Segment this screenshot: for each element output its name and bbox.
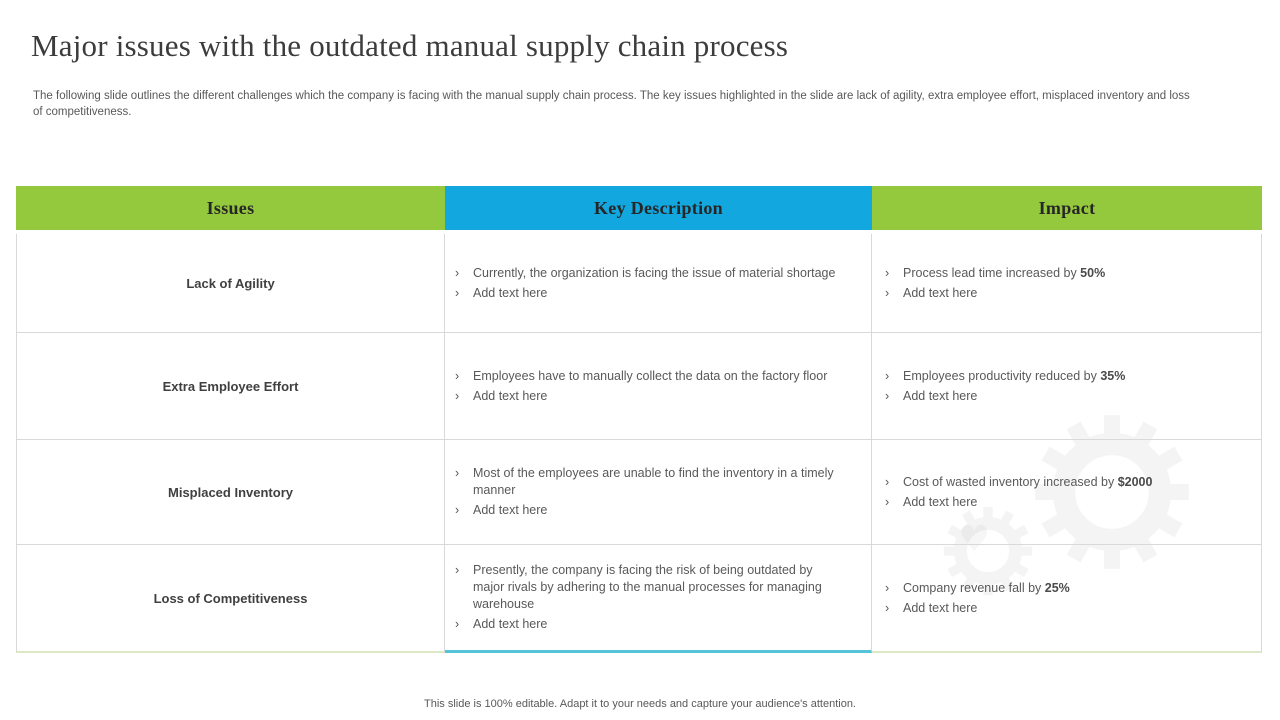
impact-text: Add text here	[903, 388, 978, 403]
table-row: Lack of Agility › Currently, the organiz…	[16, 234, 1262, 333]
chevron-bullet-icon: ›	[885, 388, 890, 403]
bullet-item: › Add text here	[455, 285, 847, 302]
chevron-bullet-icon: ›	[455, 285, 460, 300]
chevron-bullet-icon: ›	[885, 580, 890, 595]
issue-cell: Extra Employee Effort	[16, 333, 445, 439]
issue-cell: Lack of Agility	[16, 234, 445, 332]
bullet-item: › Most of the employees are unable to fi…	[455, 465, 847, 499]
footer-note: This slide is 100% editable. Adapt it to…	[424, 698, 856, 710]
issues-table: Issues Key Description Impact Lack of Ag…	[16, 186, 1262, 653]
chevron-bullet-icon: ›	[455, 617, 460, 631]
table-body: Lack of Agility › Currently, the organiz…	[16, 234, 1262, 653]
description-text: Employees have to manually collect the d…	[473, 368, 828, 383]
impact-text: Add text here	[903, 285, 978, 300]
chevron-bullet-icon: ›	[455, 503, 460, 517]
bullet-item: › Employees have to manually collect the…	[455, 368, 847, 385]
impact-value: 35%	[1100, 368, 1126, 383]
impact-text: Cost of wasted inventory increased by $2…	[903, 474, 1152, 491]
description-text: Add text here	[473, 617, 548, 631]
impact-cell: › Cost of wasted inventory increased by …	[872, 440, 1262, 544]
issue-label: Misplaced Inventory	[168, 484, 293, 500]
impact-text: Employees productivity reduced by 35%	[903, 368, 1125, 385]
impact-text-pre: Company revenue fall by	[903, 580, 1045, 595]
description-cell: › Presently, the company is facing the r…	[445, 545, 872, 653]
bullet-item: › Add text here	[885, 388, 1247, 405]
chevron-bullet-icon: ›	[885, 474, 890, 489]
description-text: Add text here	[473, 388, 548, 403]
slide-subtitle: The following slide outlines the differe…	[33, 90, 1190, 119]
impact-cell: › Company revenue fall by 25% › Add text…	[872, 545, 1262, 653]
description-text: Currently, the organization is facing th…	[473, 265, 836, 280]
bullet-item: › Add text here	[885, 600, 1247, 617]
header-key-description: Key Description	[445, 186, 872, 230]
bullet-item: › Process lead time increased by 50%	[885, 265, 1247, 282]
bullet-item: › Add text here	[885, 494, 1247, 511]
issue-cell: Misplaced Inventory	[16, 440, 445, 544]
bullet-item: › Employees productivity reduced by 35%	[885, 368, 1247, 385]
chevron-bullet-icon: ›	[885, 265, 890, 280]
table-row: Loss of Competitiveness › Presently, the…	[16, 545, 1262, 653]
heart-watermark-icon: ♥	[958, 519, 991, 560]
description-cell: › Most of the employees are unable to fi…	[445, 440, 872, 544]
table-header-row: Issues Key Description Impact	[16, 186, 1262, 230]
impact-text: Company revenue fall by 25%	[903, 580, 1070, 597]
issue-label: Extra Employee Effort	[162, 378, 299, 394]
impact-text-pre: Cost of wasted inventory increased by	[903, 474, 1118, 489]
header-issues: Issues	[16, 186, 445, 230]
issue-label: Loss of Competitiveness	[153, 590, 308, 606]
chevron-bullet-icon: ›	[455, 368, 460, 383]
chevron-bullet-icon: ›	[885, 494, 890, 509]
impact-cell: › Employees productivity reduced by 35% …	[872, 333, 1262, 439]
impact-cell: › Process lead time increased by 50% › A…	[872, 234, 1262, 332]
chevron-bullet-icon: ›	[885, 368, 890, 383]
impact-text-pre: Process lead time increased by	[903, 265, 1081, 280]
bullet-item: › Presently, the company is facing the r…	[455, 562, 847, 613]
bullet-item: › Cost of wasted inventory increased by …	[885, 474, 1247, 491]
issue-label: Lack of Agility	[186, 275, 275, 291]
impact-value: 50%	[1080, 265, 1106, 280]
description-text: Add text here	[473, 503, 548, 517]
issue-cell: Loss of Competitiveness	[16, 545, 445, 653]
header-impact: Impact	[872, 186, 1262, 230]
impact-text: Add text here	[903, 494, 978, 509]
description-cell: › Currently, the organization is facing …	[445, 234, 872, 332]
chevron-bullet-icon: ›	[455, 466, 460, 480]
bullet-item: › Currently, the organization is facing …	[455, 265, 847, 282]
bullet-item: › Company revenue fall by 25%	[885, 580, 1247, 597]
impact-text: Process lead time increased by 50%	[903, 265, 1105, 282]
description-text: Presently, the company is facing the ris…	[473, 563, 822, 611]
chevron-bullet-icon: ›	[455, 265, 460, 280]
impact-value: $2000	[1117, 474, 1153, 489]
impact-text-pre: Employees productivity reduced by	[903, 368, 1101, 383]
table-row: Misplaced Inventory › Most of the employ…	[16, 440, 1262, 545]
chevron-bullet-icon: ›	[455, 563, 460, 577]
page-title: Major issues with the outdated manual su…	[31, 28, 789, 63]
description-text: Most of the employees are unable to find…	[473, 466, 834, 497]
bullet-item: › Add text here	[885, 285, 1247, 302]
bullet-item: › Add text here	[455, 388, 847, 405]
description-text: Add text here	[473, 285, 548, 300]
bullet-item: › Add text here	[455, 616, 847, 633]
chevron-bullet-icon: ›	[885, 285, 890, 300]
description-cell: › Employees have to manually collect the…	[445, 333, 872, 439]
chevron-bullet-icon: ›	[455, 388, 460, 403]
impact-value: 25%	[1044, 580, 1070, 595]
bullet-item: › Add text here	[455, 502, 847, 519]
impact-text: Add text here	[903, 600, 978, 615]
table-row: Extra Employee Effort › Employees have t…	[16, 333, 1262, 440]
chevron-bullet-icon: ›	[885, 600, 890, 615]
